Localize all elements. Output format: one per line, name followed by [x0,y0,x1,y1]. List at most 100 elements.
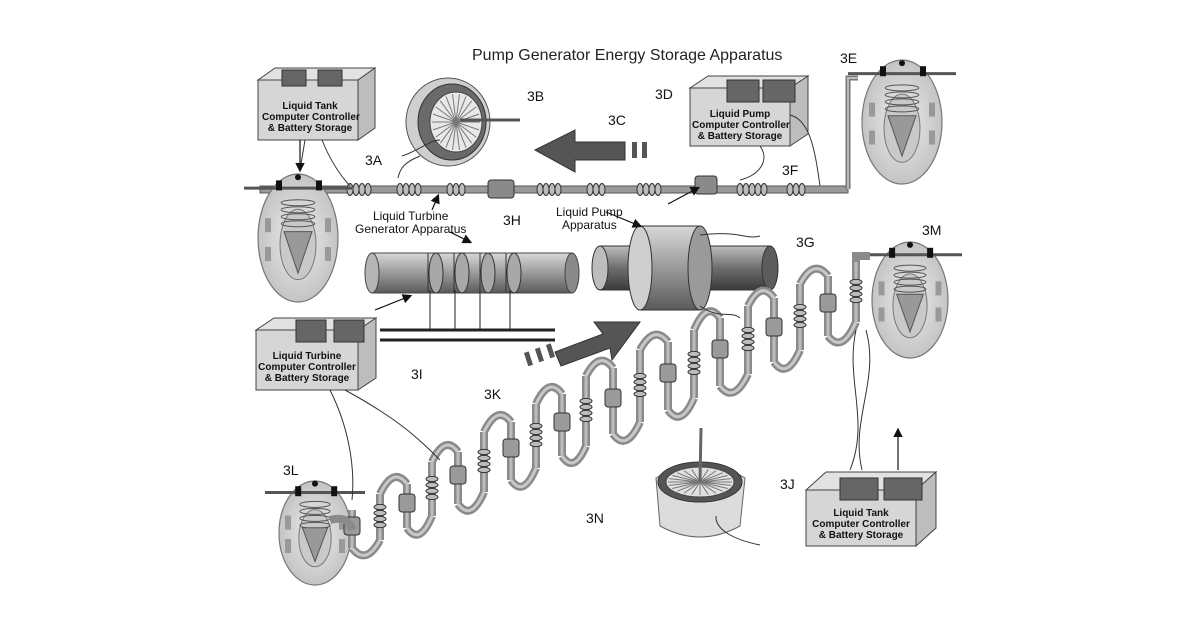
diagram-title: Pump Generator Energy Storage Apparatus [472,47,782,65]
box-tank-top-line3: & Battery Storage [262,123,358,134]
box-tank-top-text: Liquid Tank Computer Controller & Batter… [262,101,358,134]
zigzag-coil [374,522,386,527]
zigzag-coil [794,322,806,327]
tank-cap [312,481,318,487]
ref-3c: 3C [608,112,626,128]
tank-flow-mark [929,103,935,117]
zigzag-coil [634,373,646,378]
generator-ring [481,253,495,293]
tank-valve [927,248,933,258]
ref-3f: 3F [782,162,798,178]
zigzag-coil [374,504,386,509]
label-turbine-generator: Liquid Turbine Generator Apparatus [355,210,466,236]
ref-3k: 3K [484,386,501,402]
zigzag-coil [530,423,542,428]
zigzag-coil [794,310,806,315]
tank-flow-mark [265,247,271,261]
tank-valve [889,248,895,258]
flow-arrow-left [535,130,647,172]
tank-flow-mark [869,103,875,117]
zigzag-coil [580,416,592,421]
zigzag-coil [426,494,438,499]
tank-valve [920,66,926,76]
ref-3l: 3L [283,462,299,478]
pipe-coil [543,184,549,196]
label-pump-apparatus-line2: Apparatus [556,219,623,232]
zigzag-fitting [450,466,466,484]
zigzag-coil [530,441,542,446]
tank-cap [899,60,905,66]
zigzag-coil [850,291,862,296]
zigzag-coil [688,351,700,356]
pipe-coil [755,184,761,196]
pipe-coil [447,184,453,196]
tank-flow-mark [929,131,935,145]
zigzag-coil [580,410,592,415]
zigzag-coil [478,467,490,472]
pipe-coil [799,184,805,196]
zigzag-coil [850,285,862,290]
zigzag-coil [374,510,386,515]
zigzag-coil [478,461,490,466]
pipe-coil [459,184,465,196]
box-turbine-line1: Liquid Turbine [258,351,356,362]
pipe-coil [365,184,371,196]
pipe-coil [409,184,415,196]
tank-right-top [848,60,956,184]
box-pump-line1: Liquid Pump [692,109,788,120]
zigzag-coil [634,385,646,390]
box-turbine-text: Liquid Turbine Computer Controller & Bat… [258,351,356,384]
turbine-fan-3b [406,78,520,166]
pipe-coil [743,184,749,196]
tank-flow-mark [325,218,331,232]
generator-ring [507,253,521,293]
zigzag-fitting [503,439,519,457]
tank-flow-mark [339,539,345,553]
zigzag-fitting [660,364,676,382]
box-turbine-line2: Computer Controller [258,362,356,373]
zigzag-coil [530,435,542,440]
pipe-coil [549,184,555,196]
zigzag-coil [850,279,862,284]
pipe-coil [587,184,593,196]
ref-3a: 3A [365,152,382,168]
box-tank-bottom-text: Liquid Tank Computer Controller & Batter… [808,508,914,541]
ref-3n: 3N [586,510,604,526]
tank-cap [907,242,913,248]
pipe-coil [537,184,543,196]
pipe-coil [453,184,459,196]
pipe-coil [761,184,767,196]
zigzag-coil [478,449,490,454]
zigzag-coil [688,357,700,362]
zigzag-coil [580,404,592,409]
ref-3g: 3G [796,234,815,250]
label-pump-apparatus: Liquid Pump Apparatus [556,206,623,232]
pipe-coil [737,184,743,196]
tank-flow-mark [936,281,942,295]
pipe-coil [353,184,359,196]
ref-3m: 3M [922,222,941,238]
pipe-coil [599,184,605,196]
zigzag-coil [634,391,646,396]
turbine-fan-3n [656,428,745,537]
zigzag-coil [850,297,862,302]
zigzag-coil [742,345,754,350]
pipe-coil [555,184,561,196]
zigzag-coil [742,327,754,332]
generator-ring [429,253,443,293]
tank-valve [295,486,301,496]
pipe-coil [787,184,793,196]
pipe-coil [643,184,649,196]
zigzag-coil [426,482,438,487]
box-tank-bottom-line3: & Battery Storage [808,530,914,541]
tank-flow-mark [265,218,271,232]
box-tank-bottom-line2: Computer Controller [808,519,914,530]
ref-3e: 3E [840,50,857,66]
box-turbine-line3: & Battery Storage [258,373,356,384]
ref-3i: 3I [411,366,423,382]
tank-cap [295,174,301,180]
tank-valve [276,180,282,190]
zigzag-fitting [399,494,415,512]
tank-flow-mark [879,281,885,295]
